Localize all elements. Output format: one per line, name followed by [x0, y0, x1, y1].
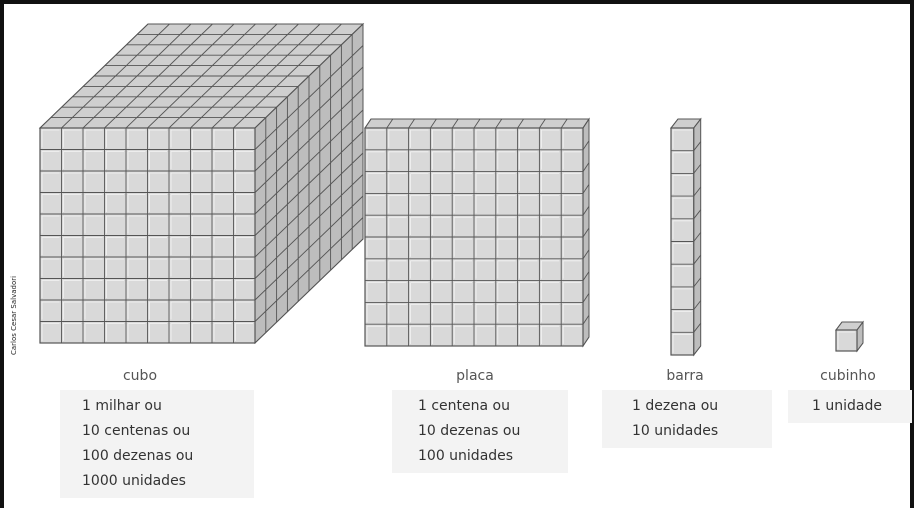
cubo-line-4: 1000 unidades	[82, 473, 186, 489]
cubinho-cell-highlights	[837, 331, 855, 349]
cubo-line-2: 10 centenas ou	[82, 423, 191, 439]
cubinho-line-1: 1 unidade	[812, 398, 882, 414]
barra-cell-highlights	[672, 129, 692, 353]
barra-grid-lines	[670, 118, 702, 356]
barra-line-1: 1 dezena ou	[632, 398, 719, 414]
placa-line-3: 100 unidades	[418, 448, 514, 464]
cubo-grid-lines	[39, 23, 364, 344]
cubinho-grid-lines	[835, 321, 864, 352]
barra-label: barra	[666, 368, 704, 384]
placa-label: placa	[456, 368, 494, 384]
barra-line-2: 10 unidades	[632, 423, 719, 439]
cubo-line-1: 1 milhar ou	[82, 398, 162, 414]
frame-left-border	[0, 0, 4, 508]
placa-description: 1 centena ou 10 dezenas ou 100 unidades	[392, 390, 568, 473]
placa-grid-lines	[364, 118, 590, 347]
cubo-description: 1 milhar ou 10 centenas ou 100 dezenas o…	[60, 390, 254, 498]
placa-line-2: 10 dezenas ou	[418, 423, 521, 439]
cubo-line-3: 100 dezenas ou	[82, 448, 194, 464]
cubo-label: cubo	[122, 368, 158, 384]
cubo-cell-highlights	[41, 129, 253, 341]
cubinho-description: 1 unidade	[788, 390, 912, 423]
cubinho-front-face	[835, 329, 858, 352]
frame-top-border	[0, 0, 914, 4]
cubinho-label: cubinho	[820, 368, 876, 384]
photo-credit: Carlos Cesar Salvadori	[10, 275, 18, 355]
frame-right-border	[910, 0, 914, 508]
placa-line-1: 1 centena ou	[418, 398, 510, 414]
barra-description: 1 dezena ou 10 unidades	[602, 390, 772, 448]
placa-cell-highlights	[366, 129, 581, 344]
